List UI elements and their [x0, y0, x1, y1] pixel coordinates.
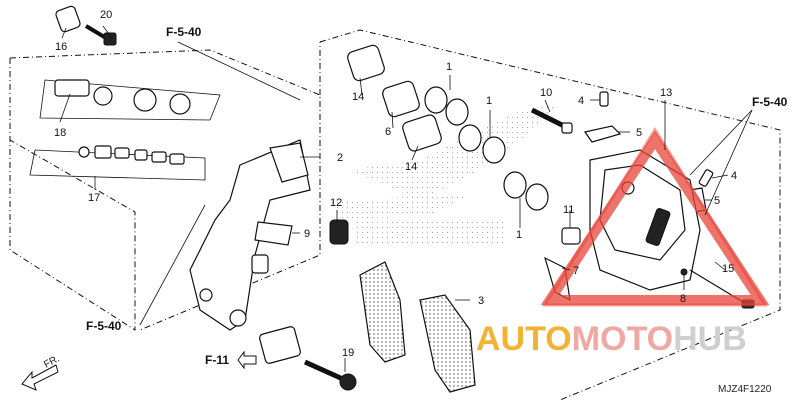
callout-19: 19: [342, 347, 354, 359]
bleeder-cap-5-upper-part: [583, 125, 622, 143]
callout-8: 8: [680, 293, 686, 305]
callout-16: 16: [55, 41, 67, 53]
ref-f540-bottom: F-5-40: [86, 319, 122, 333]
watermark-auto: AUTO: [476, 320, 572, 358]
callout-4-upper: 4: [578, 95, 584, 107]
piston-6-part: [382, 80, 420, 118]
callout-9: 9: [304, 228, 310, 240]
callout-1-top: 1: [446, 61, 452, 73]
ref-f540-right: F-5-40: [752, 95, 788, 109]
piston-14-upper-part: [347, 44, 385, 82]
leader-lines: [59, 25, 753, 372]
pin-set-18-part: [39, 79, 221, 121]
callout-4-lower: 4: [731, 170, 737, 182]
ref-f540-top: F-5-40: [166, 25, 202, 39]
callout-2: 2: [337, 152, 343, 164]
callout-15: 15: [722, 263, 734, 275]
honda-wing-logo: [330, 105, 560, 244]
brake-pad-3-part: [359, 261, 476, 393]
bolt-19-part: [303, 359, 357, 391]
callout-12: 12: [330, 197, 342, 209]
bolt-20-part: [84, 24, 117, 46]
callout-14-upper: 14: [352, 91, 364, 103]
callout-17: 17: [88, 192, 100, 204]
boot-12-part: [329, 219, 349, 245]
callout-20: 20: [100, 9, 112, 21]
callout-13: 13: [660, 87, 672, 99]
watermark-hub: HUB: [673, 320, 747, 358]
pad-clip-9-part: [254, 221, 293, 246]
callout-1-mid: 1: [486, 95, 492, 107]
callout-7: 7: [573, 265, 579, 277]
front-arrow-icon: [21, 364, 59, 391]
watermark-text: AUTOMOTOHUB: [476, 320, 747, 358]
pad-pin-10-part: [530, 107, 573, 134]
caliper-bracket-2-part: [189, 139, 311, 331]
ref-f11: F-11: [205, 353, 229, 367]
front-label: FR.: [42, 353, 61, 370]
callout-11: 11: [563, 204, 574, 216]
bleeder-4-lower-part: [698, 169, 714, 187]
callout-18: 18: [54, 127, 66, 139]
seal-kit-1-part: [424, 86, 549, 211]
pin-8-part: [680, 268, 688, 276]
sleeve-part-lower: [259, 326, 301, 364]
piston-14-lower-part: [402, 114, 442, 152]
sleeve-16-part: [55, 5, 81, 33]
spring-set-17-part: [29, 145, 206, 181]
assembly-box-right: [319, 29, 781, 400]
callout-10: 10: [540, 87, 552, 99]
assembly-box-left: [9, 49, 321, 331]
watermark-triangle: [540, 127, 770, 307]
callout-5-lower: 5: [714, 195, 720, 207]
callout-14-lower: 14: [405, 161, 417, 173]
f11-arrow: [237, 350, 257, 370]
pin-11-part: [561, 227, 581, 245]
callout-3: 3: [478, 295, 484, 307]
callout-5-upper: 5: [636, 127, 642, 139]
bleeder-4-upper-part: [599, 91, 609, 107]
callout-1-bottom: 1: [516, 229, 522, 241]
watermark-moto: MOTO: [572, 320, 673, 358]
drawing-code: MJZ4F1220: [718, 384, 772, 395]
callout-6: 6: [385, 126, 391, 138]
